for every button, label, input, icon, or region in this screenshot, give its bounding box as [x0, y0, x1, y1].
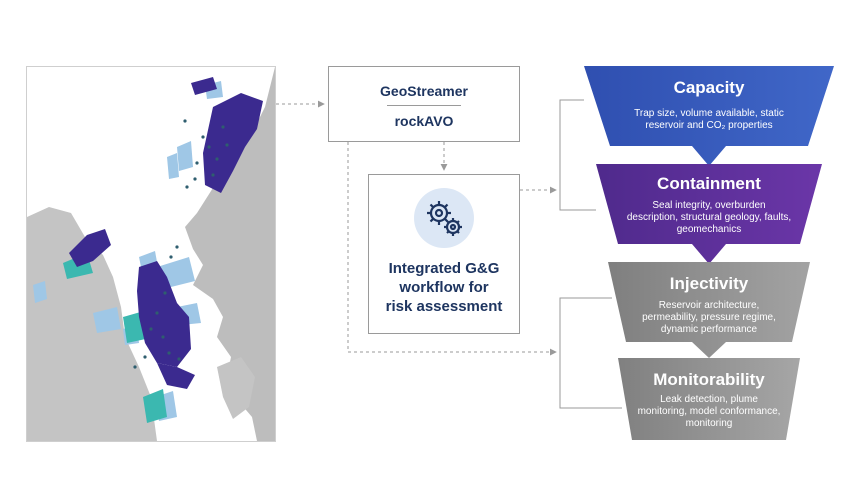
injectivity-desc-1: Reservoir architecture,: [658, 300, 760, 311]
workflow-label: Integrated G&G workflow for risk assessm…: [373, 259, 515, 316]
source-label-rockavo: rockAVO: [394, 113, 454, 129]
source-box: GeoStreamer rockAVO: [328, 66, 520, 142]
injectivity-title: Injectivity: [669, 274, 749, 293]
funnel-containment: Containment Seal integrity, overburden d…: [596, 164, 822, 268]
capacity-desc-1: Trap size, volume available, static: [634, 108, 784, 119]
funnel-injectivity-shape: [608, 262, 810, 358]
capacity-desc-2: reservoir and CO₂ properties: [645, 120, 773, 131]
funnel-monitorability-shape: [618, 358, 800, 440]
source-label-geostreamer: GeoStreamer: [380, 83, 468, 99]
workflow-box: Integrated G&G workflow for risk assessm…: [368, 174, 520, 334]
monitorability-title: Monitorability: [653, 370, 765, 389]
monitorability-desc: Leak detection, plume monitoring, model …: [618, 394, 800, 430]
workflow-line-3: risk assessment: [385, 298, 503, 315]
norway-land: [185, 67, 275, 441]
injectivity-desc-2: permeability, pressure regime,: [642, 312, 776, 323]
workflow-line-1: Integrated G&G: [388, 260, 500, 277]
gears-icon: [414, 188, 474, 248]
map-graphic: [27, 67, 275, 441]
monitorability-desc-2: monitoring, model conformance,: [637, 406, 781, 417]
funnel-containment-shape: [596, 164, 822, 264]
denmark-land: [217, 357, 255, 419]
funnel-capacity: Capacity Trap size, volume available, st…: [584, 66, 834, 170]
capacity-desc: Trap size, volume available, static rese…: [584, 108, 834, 132]
injectivity-desc-3: dynamic performance: [660, 324, 758, 335]
bracket-lower: [559, 297, 622, 409]
containment-desc-2: description, structural geology, faults,: [626, 212, 792, 223]
island-2: [57, 313, 71, 327]
containment-title: Containment: [657, 174, 761, 193]
monitorability-desc-3: monitoring: [685, 418, 733, 429]
survey-map: [26, 66, 276, 442]
funnel-injectivity: Injectivity Reservoir architecture, perm…: [608, 262, 810, 362]
source-divider: [387, 105, 461, 106]
funnel-monitorability: Monitorability Leak detection, plume mon…: [618, 358, 800, 440]
injectivity-desc: Reservoir architecture, permeability, pr…: [608, 300, 810, 336]
capacity-title: Capacity: [673, 78, 745, 97]
containment-desc-1: Seal integrity, overburden: [652, 200, 766, 211]
arrow-source-to-lower: [347, 142, 557, 356]
scotland-land: [27, 207, 157, 441]
bracket-upper: [559, 99, 596, 211]
containment-desc: Seal integrity, overburden description, …: [596, 200, 822, 236]
containment-desc-3: geomechanics: [676, 224, 742, 235]
workflow-line-2: workflow for: [399, 279, 489, 296]
monitorability-desc-1: Leak detection, plume: [660, 394, 758, 405]
funnel-capacity-shape: [584, 66, 834, 166]
